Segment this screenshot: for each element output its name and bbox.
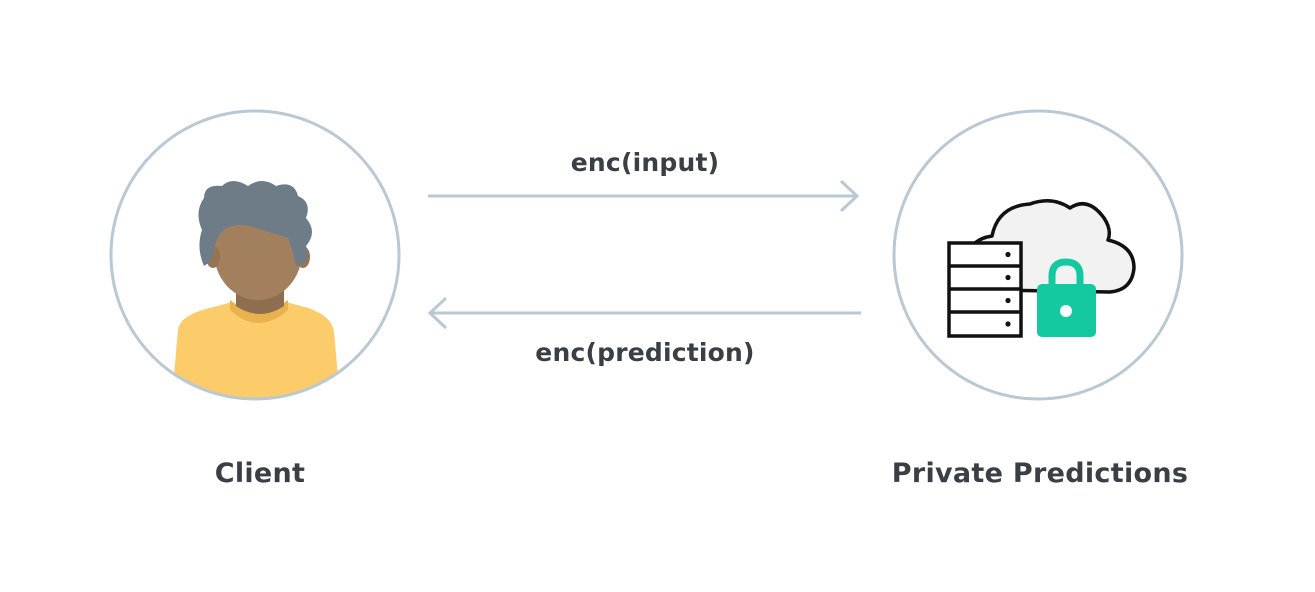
- server-rack-icon: [947, 241, 1023, 338]
- client-label: Client: [214, 458, 306, 489]
- response-arrow: [427, 296, 861, 330]
- response-label: enc(prediction): [535, 338, 755, 367]
- secure-cloud-server-icon: [947, 199, 1136, 338]
- server-node: [892, 109, 1184, 401]
- client-circle: [109, 109, 401, 401]
- lock-icon: [1037, 258, 1096, 337]
- server-circle: [892, 109, 1184, 401]
- server-label: Private Predictions: [891, 458, 1189, 489]
- client-node: [109, 109, 401, 401]
- request-label: enc(input): [570, 148, 720, 177]
- person-icon: [170, 181, 342, 398]
- request-arrow: [428, 179, 860, 213]
